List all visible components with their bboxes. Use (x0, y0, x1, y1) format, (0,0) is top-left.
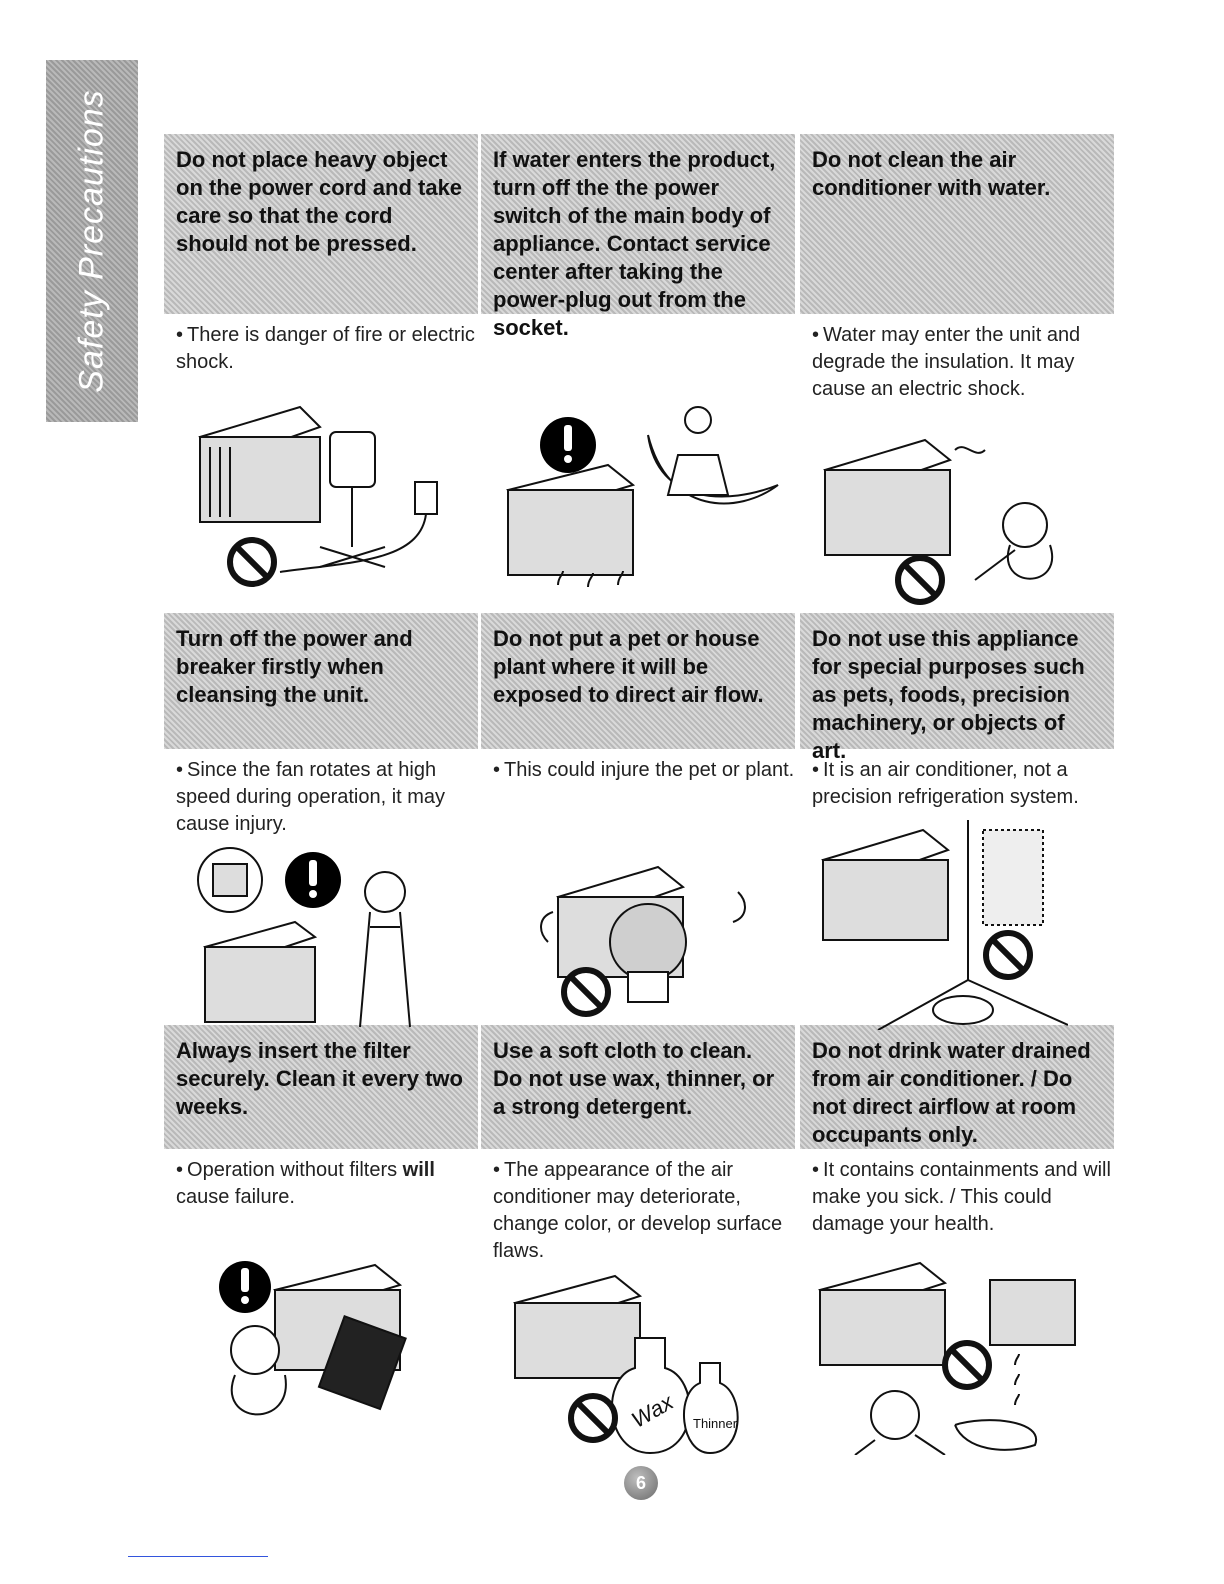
precaution-title: Do not use this appliance for special pu… (812, 626, 1085, 763)
precaution-cell-6: Do not use this appliance for special pu… (800, 613, 1114, 811)
illustration-water-enters (506, 406, 779, 588)
illustration-special-purposes (821, 820, 1068, 1030)
precaution-title: If water enters the product, turn off th… (493, 147, 776, 340)
warning-icon (219, 1261, 271, 1313)
illustration-insert-filter (219, 1261, 407, 1416)
prohibition-icon (983, 930, 1033, 980)
footer-rule (128, 1556, 268, 1557)
precaution-note: •There is danger of fire or electric sho… (176, 324, 475, 373)
precaution-header: Do not place heavy object on the power c… (164, 134, 478, 314)
precaution-note: •Since the fan rotates at high speed dur… (176, 759, 446, 835)
warning-icon (285, 852, 341, 908)
precaution-note: •Water may enter the unit and degrade th… (812, 324, 1081, 400)
precaution-title: Do not put a pet or house plant where it… (493, 626, 764, 707)
precaution-cell-5: Do not put a pet or house plant where it… (481, 613, 795, 784)
illustration-cord-under-chair (198, 405, 438, 587)
precaution-note: •The appearance of the air conditioner m… (493, 1159, 783, 1262)
precaution-header: Turn off the power and breaker firstly w… (164, 613, 478, 749)
illustration-breaker-off (197, 847, 411, 1028)
precaution-header: Use a soft cloth to clean. Do not use wa… (481, 1025, 795, 1149)
section-tab-label: Safety Precautions (72, 89, 111, 393)
thinner-label: Thinner (693, 1416, 738, 1431)
precaution-cell-1: Do not place heavy object on the power c… (164, 134, 478, 376)
precaution-header: Do not put a pet or house plant where it… (481, 613, 795, 749)
precaution-cell-8: Use a soft cloth to clean. Do not use wa… (481, 1025, 795, 1265)
precaution-header: Always insert the filter securely. Clean… (164, 1025, 478, 1149)
precaution-title: Turn off the power and breaker firstly w… (176, 626, 413, 707)
precaution-note: •It is an air conditioner, not a precisi… (812, 759, 1079, 808)
precaution-title: Do not clean the air conditioner with wa… (812, 147, 1051, 200)
precaution-title: Do not drink water drained from air cond… (812, 1038, 1091, 1147)
precaution-header: Do not clean the air conditioner with wa… (800, 134, 1114, 314)
page-number: 6 (624, 1466, 658, 1500)
precaution-note: •This could injure the pet or plant. (493, 759, 795, 781)
prohibition-icon (942, 1340, 992, 1390)
precaution-note: •It contains containments and will make … (812, 1159, 1111, 1235)
precaution-header: Do not drink water drained from air cond… (800, 1025, 1114, 1149)
illustration-drain-water (818, 1261, 1076, 1455)
precaution-cell-9: Do not drink water drained from air cond… (800, 1025, 1114, 1238)
illustration-plant-airflow (540, 865, 746, 1017)
precaution-cell-7: Always insert the filter securely. Clean… (164, 1025, 478, 1211)
warning-icon (540, 417, 596, 473)
precaution-cell-2: If water enters the product, turn off th… (481, 134, 795, 340)
precaution-title: Do not place heavy object on the power c… (176, 147, 463, 256)
precaution-title: Always insert the filter securely. Clean… (176, 1038, 463, 1119)
precaution-header: If water enters the product, turn off th… (481, 134, 795, 340)
illustration-wax-thinner: Wax Thinner (513, 1274, 739, 1455)
prohibition-icon (895, 555, 945, 605)
precaution-header: Do not use this appliance for special pu… (800, 613, 1114, 763)
precaution-note: •Operation without filters will cause fa… (176, 1159, 435, 1208)
precaution-cell-3: Do not clean the air conditioner with wa… (800, 134, 1114, 403)
prohibition-icon (227, 537, 277, 587)
illustration-washing-unit (823, 438, 1054, 605)
precaution-title: Use a soft cloth to clean. Do not use wa… (493, 1038, 775, 1119)
precaution-cell-4: Turn off the power and breaker firstly w… (164, 613, 478, 838)
prohibition-icon (561, 967, 611, 1017)
section-tab: Safety Precautions (46, 60, 138, 422)
prohibition-icon (568, 1393, 618, 1443)
